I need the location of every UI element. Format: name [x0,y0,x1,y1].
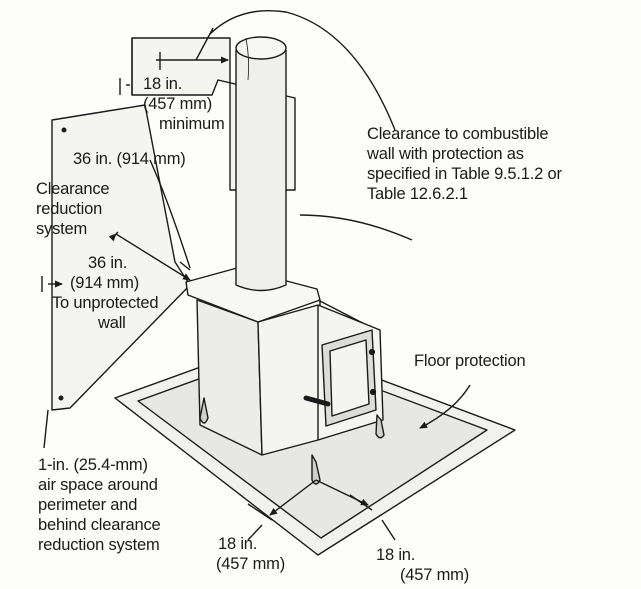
label-18in-line2: (457 mm) [143,95,212,113]
dim-36-diagonal [115,233,191,281]
unprotected-line1: 36 in. [88,254,128,272]
floor-protection-line1: Floor protection [414,352,526,370]
label-36in-top: 36 in. (914 mm) [73,149,186,169]
air-space-line1: 1-in. (25.4-mm) [38,456,148,474]
crs-line2: reduction [36,200,103,218]
air-space-line5: reduction system [38,536,160,554]
floor-left-line1: 18 in. [218,535,258,553]
label-floor-right-18in: 18 in. (457 mm) [376,545,469,585]
floor-right-line2: (457 mm) [400,566,469,584]
label-floor-protection: Floor protection [414,351,526,371]
label-36in-top-line1: 36 in. (914 mm) [73,150,186,168]
floor-right-line1: 18 in. [376,546,416,564]
label-18in-line3: minimum [159,115,225,133]
label-air-space: 1-in. (25.4-mm) air space around perimet… [38,455,161,555]
label-clearance-reduction-system: Clearance reduction system [36,179,110,239]
air-space-line3: perimeter and [38,496,138,514]
leader-combustible [209,9,396,131]
unprotected-line2: (914 mm) [70,274,139,292]
chimney-pipe [235,50,287,292]
label-18in-minimum: 18 in. (457 mm) minimum [143,74,225,134]
label-floor-left-18in: 18 in. (457 mm) [216,534,285,574]
label-18in-line1: 18 in. [143,75,183,93]
combustible-line2: wall with protection as [367,145,524,163]
air-space-line4: behind clearance [38,516,161,534]
floor-left-line2: (457 mm) [216,555,285,573]
unprotected-line4: wall [98,314,126,332]
combustible-line4: Table 12.6.2.1 [367,185,468,203]
crs-line1: Clearance [36,180,110,198]
label-unprotected-wall: 36 in. (914 mm) To unprotected wall [52,253,159,333]
label-combustible-note: Clearance to combustible wall with prote… [367,124,562,204]
crs-line3: system [36,220,88,238]
combustible-line1: Clearance to combustible [367,125,549,143]
air-space-line2: air space around [38,476,158,494]
combustible-line3: specified in Table 9.5.1.2 or [367,165,562,183]
unprotected-line3: To unprotected [52,294,159,312]
